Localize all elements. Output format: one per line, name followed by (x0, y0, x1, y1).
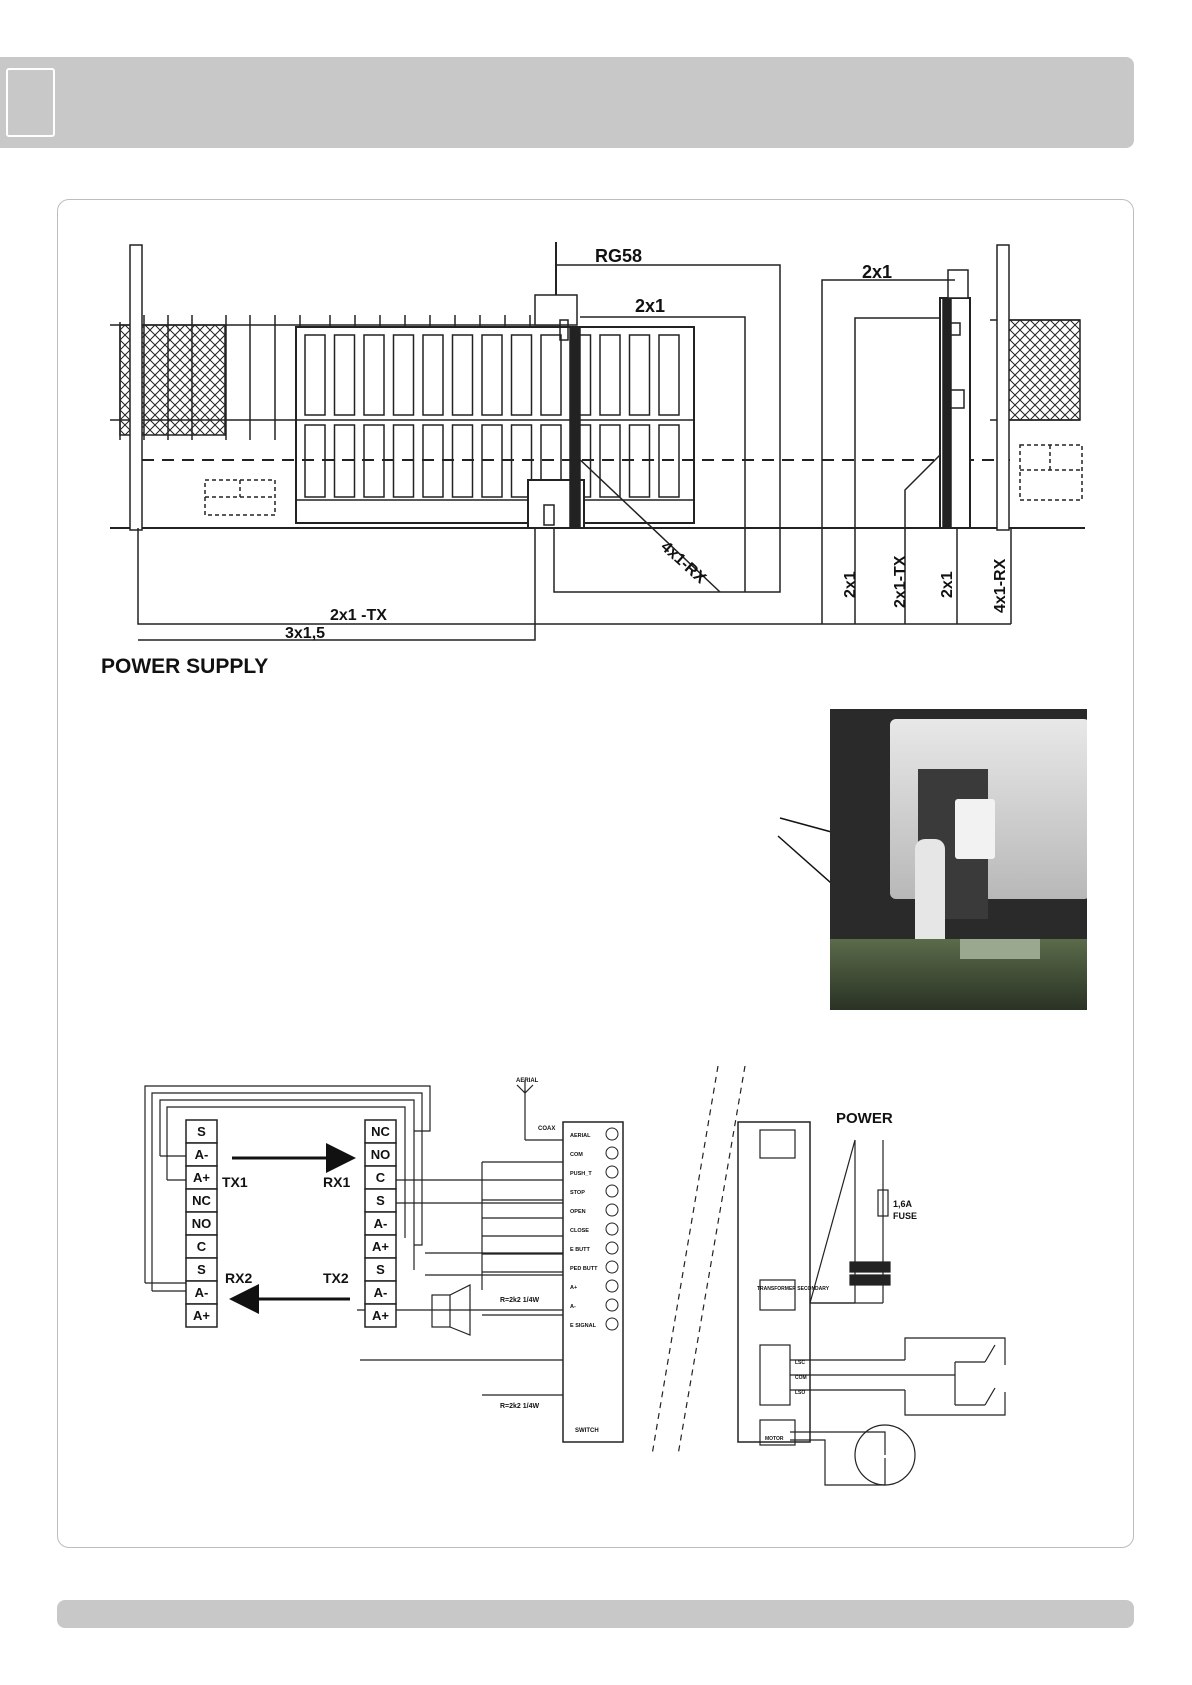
terminal-label: S (197, 1124, 206, 1139)
label-2x1-tx: 2x1 -TX (330, 607, 387, 624)
terminal-label: A- (195, 1147, 209, 1162)
terminal-screw (606, 1280, 618, 1292)
photocell-post-left (130, 245, 142, 530)
board-label: STOP (570, 1190, 585, 1196)
terminal-screw (606, 1223, 618, 1235)
coax-label: COAX (538, 1126, 555, 1132)
terminal-screw (606, 1147, 618, 1159)
terminal-block-tx1: S A- A+ (186, 1120, 217, 1189)
fuse-label-1: 1,6A (893, 1199, 913, 1209)
terminal-screw (606, 1318, 618, 1330)
board-label: COM (570, 1152, 583, 1158)
terminal-screw (606, 1204, 618, 1216)
label-rg58: RG58 (595, 246, 642, 266)
wiring-loops (145, 1066, 1005, 1485)
terminal-label: A- (374, 1285, 388, 1300)
terminal-screw (606, 1128, 618, 1140)
section-title-power-supply: POWER SUPPLY (101, 655, 268, 678)
label-3x1-5: 3x1,5 (285, 625, 325, 642)
terminal-screw (606, 1261, 618, 1273)
flashing-lamp-left (535, 242, 577, 340)
motor-label: MOTOR (765, 1436, 784, 1442)
gate-column-dark (570, 327, 580, 527)
terminal-screw (606, 1166, 618, 1178)
photocell-post-right (997, 245, 1009, 530)
board-label: E SIGNAL (570, 1323, 597, 1329)
fuse-label-2: FUSE (893, 1211, 917, 1221)
label-v3: 2x1 (939, 571, 956, 598)
board-label: A+ (570, 1285, 577, 1291)
terminal-block-rx2: NC NO CS A- A+ (186, 1189, 217, 1327)
terminal-screw (606, 1242, 618, 1254)
terminal-screw (606, 1299, 618, 1311)
terminal-label: S (376, 1193, 385, 1208)
label-v4: 4x1-RX (992, 558, 1009, 613)
terminal-label: NO (371, 1147, 391, 1162)
power-label: POWER (836, 1110, 893, 1127)
label-4x1-rx: 4x1-RX (657, 538, 709, 587)
label-v1: 2x1 (842, 571, 859, 598)
terminal-label: NO (192, 1216, 212, 1231)
terminal-label: A+ (372, 1239, 389, 1254)
terminal-block-tx2: S A- A+ (365, 1258, 396, 1327)
terminal-screw (606, 1185, 618, 1197)
label-2x1-column: 2x1 (862, 262, 892, 282)
motor-terminal-photo (830, 709, 1087, 1010)
resistor-label-2: R=2k2 1/4W (500, 1403, 539, 1410)
label-v2: 2x1-TX (892, 555, 909, 608)
board-label: A- (570, 1304, 576, 1310)
switch-label: SWITCH (575, 1428, 599, 1434)
terminal-block-rx1: NC NO CS A- A+ (365, 1120, 396, 1258)
tx1-label: TX1 (222, 1174, 248, 1190)
terminal-label: A- (374, 1216, 388, 1231)
terminal-label: A+ (372, 1308, 389, 1323)
transformer-label: TRANSFORMER SECONDARY (757, 1286, 830, 1292)
rx1-label: RX1 (323, 1174, 350, 1190)
board-label: AERIAL (570, 1133, 591, 1139)
board-label: CLOSE (570, 1228, 589, 1234)
tx2-label: TX2 (323, 1270, 349, 1286)
resistor-label-1: R=2k2 1/4W (500, 1297, 539, 1304)
board-label: PUSH_T (570, 1171, 592, 1177)
terminal-label: NC (371, 1124, 390, 1139)
aerial-label: AERIAL (516, 1078, 539, 1084)
wiring-diagram: AERIAL COM PUSH_T STOP OPEN CLOSE E BUTT PED BU… (145, 1066, 1005, 1485)
terminal-label: S (376, 1262, 385, 1277)
board-label: E BUTT (570, 1247, 591, 1253)
terminal-label: A- (195, 1285, 209, 1300)
limit-label-lsc: LSC (795, 1360, 805, 1366)
terminal-label: C (376, 1170, 386, 1185)
terminal-label: C (197, 1239, 207, 1254)
rx2-label: RX2 (225, 1270, 252, 1286)
terminal-label: A+ (193, 1170, 210, 1185)
limit-label-lso: LSO (795, 1390, 805, 1396)
board-label: PED BUTT (570, 1266, 598, 1272)
bricks-right (1020, 445, 1082, 500)
board-label: OPEN (570, 1209, 586, 1215)
bricks-left (205, 480, 275, 515)
terminal-label: A+ (193, 1308, 210, 1323)
right-column (940, 270, 970, 528)
terminal-label: S (197, 1262, 206, 1277)
limit-label-com: COM (795, 1375, 807, 1381)
board-terminal-labels: AERIAL COM PUSH_T STOP OPEN CLOSE E BUTT PED BU… (570, 1128, 618, 1330)
terminal-label: NC (192, 1193, 211, 1208)
label-2x1-left: 2x1 (635, 296, 665, 316)
